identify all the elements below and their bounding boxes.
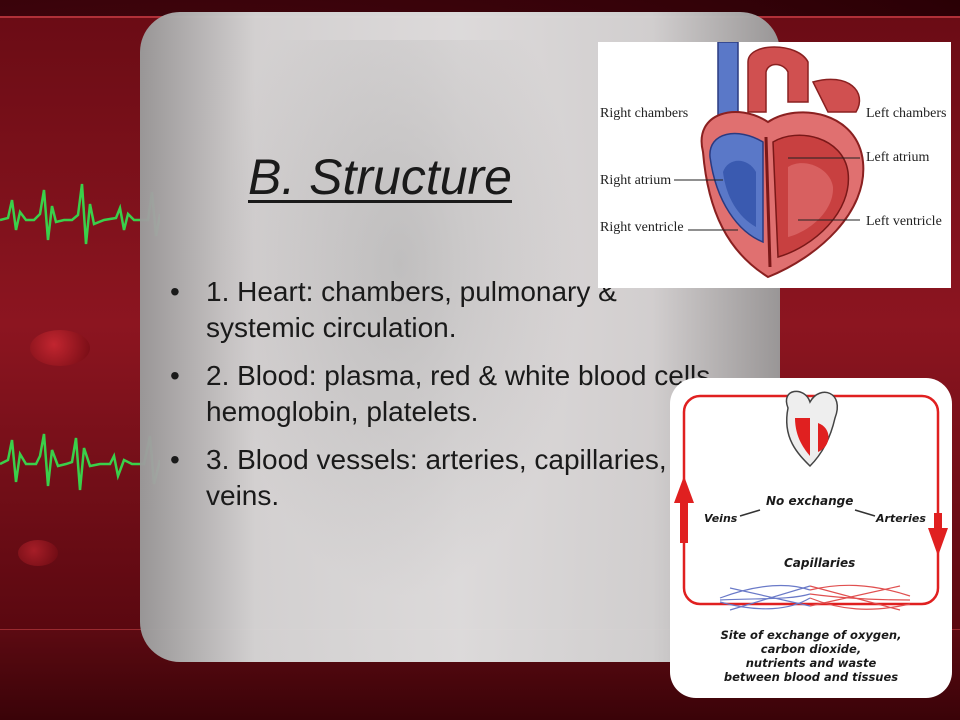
label-right-chambers: Right chambers: [600, 106, 689, 121]
label-right-ventricle: Right ventricle: [600, 220, 684, 235]
caption: Site of exchange of oxygen, carbon dioxi…: [670, 628, 952, 684]
panel-shade: [220, 40, 580, 600]
circulation-illustration: [674, 390, 948, 611]
heart-anatomy-diagram: Right chambers Right atrium Right ventri…: [598, 42, 951, 288]
ecg-trace: [0, 433, 160, 491]
bullet-text: 3. Blood vessels: arteries, capillaries,…: [206, 444, 667, 511]
label-left-atrium: Left atrium: [866, 150, 930, 165]
label-capillaries: Capillaries: [784, 556, 856, 570]
caption-line: between blood and tissues: [723, 670, 899, 684]
bullet-text: 2. Blood: plasma, red & white blood cell…: [206, 360, 719, 427]
label-left-ventricle: Left ventricle: [866, 214, 942, 229]
ecg-trace: [0, 183, 160, 245]
label-veins: Veins: [704, 512, 738, 525]
heart-illustration: [674, 42, 865, 279]
bullet-item: • 2. Blood: plasma, red & white blood ce…: [166, 358, 726, 430]
label-left-chambers: Left chambers: [866, 106, 947, 121]
bullet-item: • 3. Blood vessels: arteries, capillarie…: [166, 442, 726, 514]
bullet-item: • 1. Heart: chambers, pulmonary & system…: [166, 274, 726, 346]
label-arteries: Arteries: [876, 512, 926, 525]
blood-cell-decoration: [18, 540, 58, 566]
slide-title: B. Structure: [248, 149, 512, 205]
bullet-marker: •: [170, 276, 180, 307]
bullet-marker: •: [170, 360, 180, 391]
bullet-text: 1. Heart: chambers, pulmonary & systemic…: [206, 276, 617, 343]
caption-line: nutrients and waste: [745, 656, 877, 670]
caption-line: Site of exchange of oxygen,: [720, 628, 902, 642]
label-no-exchange: No exchange: [766, 494, 854, 508]
label-right-atrium: Right atrium: [600, 173, 672, 188]
bullet-marker: •: [170, 444, 180, 475]
caption-line: carbon dioxide,: [760, 642, 862, 656]
circulation-diagram: No exchange Veins Arteries Capillaries S…: [670, 378, 952, 698]
bullet-list: • 1. Heart: chambers, pulmonary & system…: [166, 274, 726, 526]
blood-cell-decoration: [30, 330, 90, 366]
